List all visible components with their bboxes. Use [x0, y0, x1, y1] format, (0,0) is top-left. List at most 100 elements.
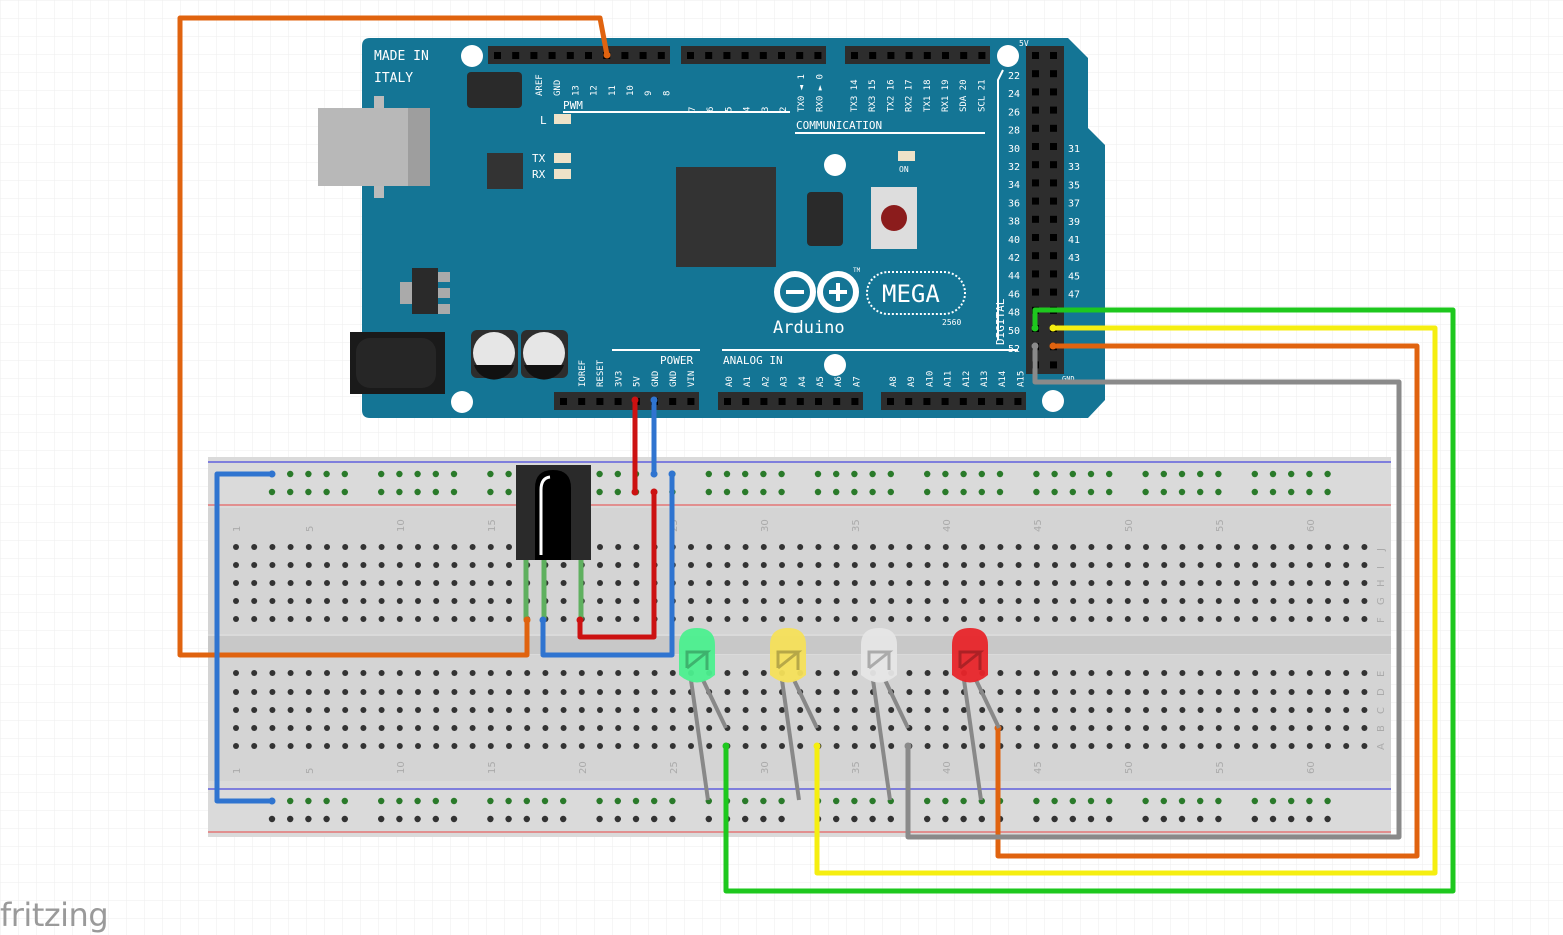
header-pin[interactable]	[1050, 270, 1057, 278]
breadboard-hole[interactable]	[396, 670, 403, 676]
wire-end[interactable]	[576, 616, 584, 624]
breadboard-hole[interactable]	[1106, 616, 1113, 622]
rail-hole[interactable]	[414, 797, 421, 805]
breadboard-hole[interactable]	[688, 616, 694, 622]
header-pin[interactable]	[1032, 179, 1039, 187]
breadboard-hole[interactable]	[1288, 725, 1295, 731]
wire-end[interactable]	[813, 742, 821, 750]
breadboard-hole[interactable]	[524, 743, 531, 749]
breadboard-hole[interactable]	[979, 725, 986, 731]
breadboard-hole[interactable]	[1343, 689, 1350, 695]
breadboard-hole[interactable]	[1161, 580, 1168, 586]
breadboard-hole[interactable]	[1088, 707, 1095, 713]
breadboard-hole[interactable]	[360, 598, 367, 604]
breadboard-hole[interactable]	[1215, 544, 1222, 550]
breadboard-hole[interactable]	[615, 598, 622, 604]
rail-hole[interactable]	[505, 488, 512, 496]
breadboard-hole[interactable]	[1161, 562, 1168, 568]
breadboard-hole[interactable]	[1325, 689, 1331, 695]
rail-hole[interactable]	[378, 488, 385, 496]
breadboard-hole[interactable]	[924, 725, 931, 731]
breadboard-hole[interactable]	[469, 598, 476, 604]
breadboard-hole[interactable]	[378, 725, 385, 731]
rail-hole[interactable]	[378, 797, 385, 805]
rail-hole[interactable]	[632, 815, 640, 823]
rail-hole[interactable]	[287, 797, 294, 805]
breadboard-hole[interactable]	[906, 616, 913, 622]
rail-hole[interactable]	[833, 470, 840, 478]
breadboard-hole[interactable]	[560, 670, 567, 676]
breadboard-hole[interactable]	[924, 616, 931, 622]
breadboard-hole[interactable]	[1033, 562, 1040, 568]
breadboard-hole[interactable]	[1197, 689, 1204, 695]
breadboard-hole[interactable]	[1070, 616, 1077, 622]
breadboard-hole[interactable]	[597, 725, 603, 731]
breadboard-hole[interactable]	[1197, 598, 1204, 604]
breadboard-hole[interactable]	[578, 725, 585, 731]
breadboard-hole[interactable]	[742, 670, 749, 676]
red-wire[interactable]	[577, 489, 657, 640]
breadboard-hole[interactable]	[633, 580, 640, 586]
header-pin[interactable]	[923, 52, 931, 59]
breadboard-hole[interactable]	[287, 743, 294, 749]
breadboard-hole[interactable]	[542, 725, 549, 731]
rail-hole[interactable]	[1033, 815, 1040, 823]
rail-hole[interactable]	[1269, 815, 1277, 823]
rail-hole[interactable]	[396, 470, 403, 478]
breadboard-hole[interactable]	[433, 689, 440, 695]
breadboard-hole[interactable]	[961, 725, 967, 731]
breadboard-hole[interactable]	[1252, 725, 1259, 731]
breadboard-hole[interactable]	[1234, 562, 1240, 568]
breadboard-hole[interactable]	[1088, 725, 1095, 731]
breadboard-hole[interactable]	[833, 670, 840, 676]
breadboard-hole[interactable]	[305, 725, 312, 731]
breadboard-hole[interactable]	[451, 670, 458, 676]
breadboard-hole[interactable]	[1033, 670, 1040, 676]
rail-hole[interactable]	[1087, 488, 1095, 496]
breadboard-hole[interactable]	[815, 580, 822, 586]
breadboard-hole[interactable]	[451, 580, 458, 586]
breadboard-hole[interactable]	[1197, 562, 1204, 568]
breadboard-hole[interactable]	[1033, 580, 1040, 586]
breadboard-hole[interactable]	[1197, 707, 1204, 713]
breadboard-hole[interactable]	[469, 670, 476, 676]
rail-hole[interactable]	[742, 470, 749, 478]
breadboard-hole[interactable]	[924, 707, 931, 713]
rail-hole[interactable]	[1251, 815, 1259, 823]
breadboard-hole[interactable]	[724, 707, 731, 713]
breadboard-hole[interactable]	[688, 544, 694, 550]
breadboard-hole[interactable]	[1288, 598, 1295, 604]
rail-hole[interactable]	[1087, 470, 1095, 478]
breadboard-hole[interactable]	[1215, 616, 1222, 622]
breadboard-hole[interactable]	[760, 580, 767, 586]
breadboard-hole[interactable]	[233, 689, 239, 695]
breadboard-hole[interactable]	[1015, 580, 1022, 586]
breadboard-hole[interactable]	[1270, 689, 1277, 695]
rail-hole[interactable]	[651, 797, 658, 805]
breadboard-hole[interactable]	[597, 544, 603, 550]
rail-hole[interactable]	[760, 470, 767, 478]
breadboard-hole[interactable]	[506, 707, 512, 713]
rail-hole[interactable]	[887, 488, 894, 496]
rail-hole[interactable]	[778, 797, 785, 805]
rail-hole[interactable]	[341, 797, 348, 805]
header-pin[interactable]	[778, 52, 785, 59]
header-pin[interactable]	[1050, 361, 1057, 369]
header-pin[interactable]	[1032, 215, 1039, 223]
breadboard-hole[interactable]	[324, 707, 330, 713]
breadboard-hole[interactable]	[942, 580, 949, 586]
rail-hole[interactable]	[760, 797, 767, 805]
rail-hole[interactable]	[1197, 815, 1204, 823]
header-pin[interactable]	[687, 52, 694, 59]
breadboard-hole[interactable]	[1052, 562, 1058, 568]
header-pin[interactable]	[621, 52, 629, 59]
rail-hole[interactable]	[814, 488, 822, 496]
breadboard-hole[interactable]	[724, 670, 731, 676]
breadboard-hole[interactable]	[378, 743, 385, 749]
breadboard-hole[interactable]	[1215, 562, 1222, 568]
rail-hole[interactable]	[869, 815, 876, 823]
header-pin[interactable]	[1032, 270, 1039, 278]
breadboard-hole[interactable]	[287, 707, 294, 713]
breadboard-hole[interactable]	[1088, 670, 1095, 676]
breadboard-hole[interactable]	[1088, 580, 1095, 586]
